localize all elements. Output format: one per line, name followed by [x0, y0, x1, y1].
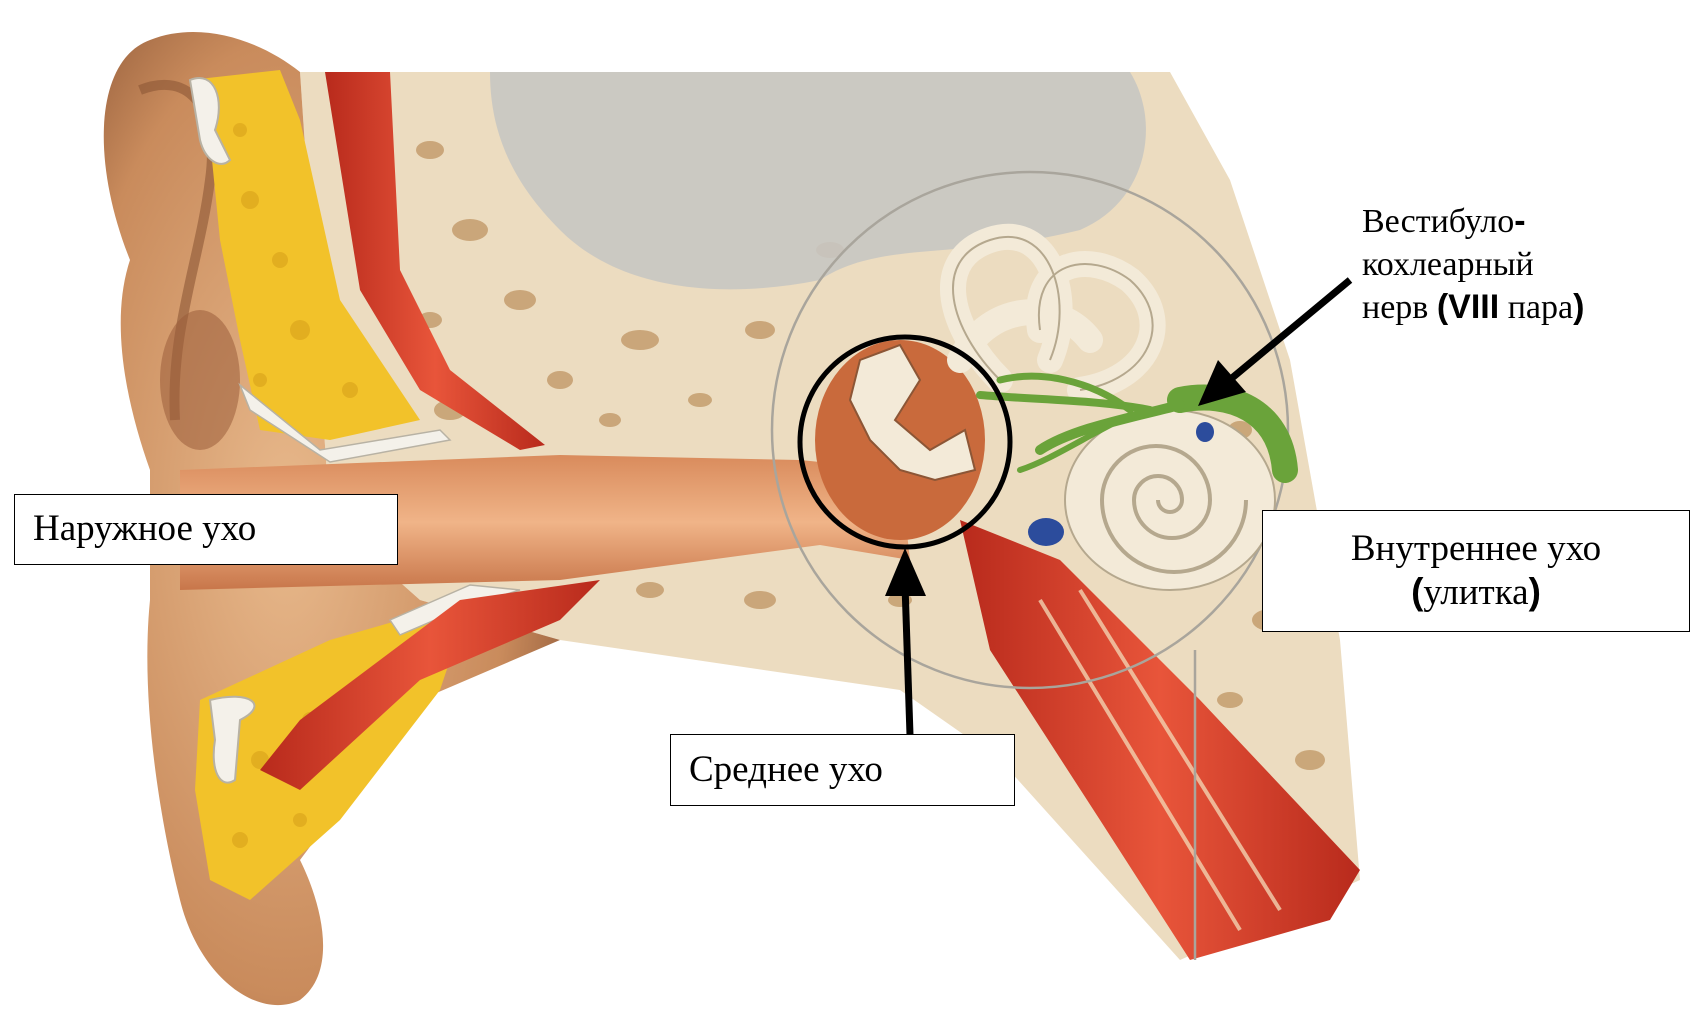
nerve-label-line1: Вестибуло-	[1362, 200, 1584, 244]
nerve-label: Вестибуло- кохлеарный нерв (VIII пара)	[1362, 200, 1584, 330]
nerve-label-dash: -	[1514, 202, 1525, 240]
cochlea	[1065, 410, 1275, 590]
nerve-label-pair: пара	[1499, 289, 1573, 326]
inner-ear-paren-close: )	[1529, 571, 1541, 612]
inner-ear-label-line1: Внутреннее ухо	[1351, 528, 1601, 571]
nerve-label-line3: нерв (VIII пара)	[1362, 286, 1584, 330]
nerve-label-roman: VIII	[1448, 288, 1499, 326]
inner-ear-label: Внутреннее ухо (улитка)	[1262, 510, 1690, 632]
ear-opening-shadow	[160, 310, 240, 450]
inner-ear-cochlea-word: улитка	[1423, 572, 1528, 613]
nerve-vessel-dot	[1196, 422, 1214, 442]
outer-ear-label-text: Наружное ухо	[33, 508, 397, 551]
inner-ear-label-line2: (улитка)	[1411, 571, 1541, 615]
nerve-label-nerv: нерв	[1362, 289, 1437, 326]
nerve-label-paren-open: (	[1437, 288, 1448, 326]
nerve-label-word1: Вестибуло	[1362, 203, 1514, 240]
inner-ear-paren-open: (	[1411, 571, 1423, 612]
outer-ear-label: Наружное ухо	[14, 494, 398, 565]
oval-window	[1028, 518, 1064, 546]
middle-ear-label-text: Среднее ухо	[689, 749, 1014, 792]
nerve-label-paren-close: )	[1573, 288, 1584, 326]
nerve-label-line2: кохлеарный	[1362, 244, 1584, 287]
middle-ear-label: Среднее ухо	[670, 734, 1015, 806]
